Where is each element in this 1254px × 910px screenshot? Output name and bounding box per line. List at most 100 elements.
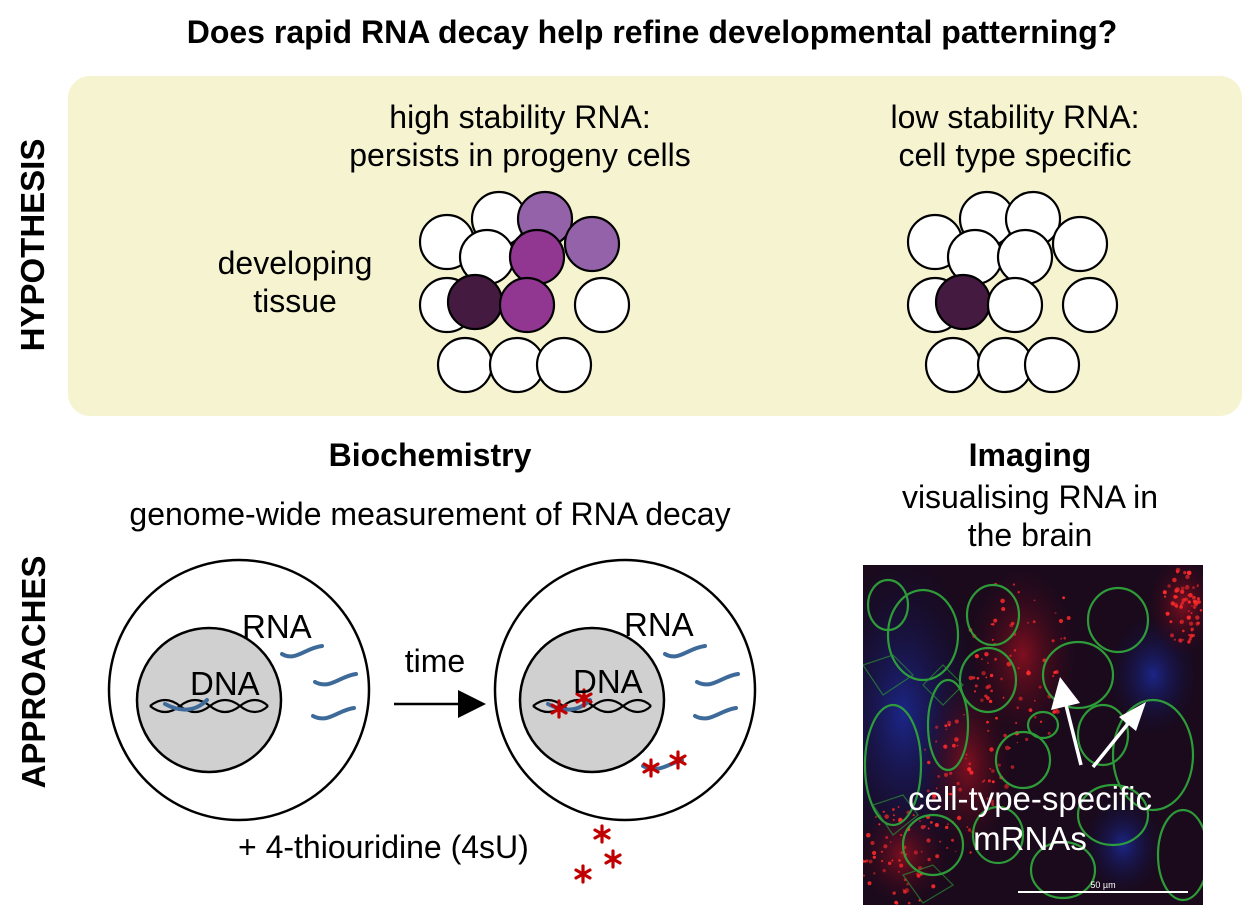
rna-signal-dot (1051, 639, 1055, 643)
rna-signal-dot (904, 888, 910, 893)
rna-signal-dot (898, 859, 901, 862)
rna-signal-dot (882, 868, 886, 873)
rna-signal-dot (1008, 746, 1011, 750)
rna-signal-dot (935, 740, 938, 743)
rna-signal-dot (943, 772, 949, 777)
rna-signal-dot (1012, 583, 1016, 586)
rna-signal-dot (912, 814, 915, 817)
rna-signal-dot (893, 814, 895, 817)
rna-signal-dot (930, 821, 933, 824)
rna-signal-dot (868, 859, 873, 864)
time-arrow: time (394, 643, 486, 718)
rna-signal-dot (963, 713, 965, 716)
rna-signal-dot (897, 870, 900, 873)
rna-signal-dot (900, 834, 903, 837)
rna-signal-dot (1187, 610, 1190, 613)
tissue-high-stability (418, 190, 631, 394)
rna-signal-dot (1062, 596, 1065, 600)
rna-signal-dot (1180, 604, 1183, 607)
rna-signal-dot (934, 823, 939, 827)
imaging-subtitle-line2: the brain (967, 517, 1093, 553)
rna-label: RNA (624, 606, 694, 643)
biochemistry-heading: Biochemistry (328, 437, 532, 473)
rna-signal-dot (980, 658, 983, 661)
rna-signal-dot (1038, 685, 1042, 689)
rna-signal-dot (986, 720, 989, 724)
rna-signal-dot (892, 891, 896, 895)
rna-signal-dot (956, 744, 959, 747)
rna-signal-dot (984, 652, 989, 657)
rna-signal-dot (913, 850, 918, 855)
4su-icon (574, 864, 592, 884)
cell-outlines (863, 578, 1203, 902)
rna-signal-dot (1165, 611, 1170, 616)
arrow-head-icon (458, 690, 486, 718)
rna-signal-dot (1192, 586, 1195, 589)
microscopy-image: cell-type-specific mRNAs 50 µm (863, 565, 1203, 905)
rna-signal-dot (1063, 636, 1066, 640)
rna-signal-dot (943, 744, 948, 749)
biochemistry-subtitle: genome-wide measurement of RNA decay (129, 496, 731, 532)
rna-signal-dot (888, 861, 892, 865)
rna-signal-dot (1017, 667, 1020, 669)
rna-signal-dot (966, 826, 969, 828)
rna-signal-dot (947, 720, 952, 725)
tissue-cell (1023, 336, 1081, 394)
rna-signal-dot (981, 780, 984, 783)
rna-signal-dot (1015, 721, 1018, 724)
rna-signal-dot (884, 814, 889, 819)
rna-signal-dot (889, 841, 892, 843)
rna-signal-dot (989, 747, 994, 752)
rna-label: RNA (242, 608, 312, 645)
rna-signal-dot (954, 719, 959, 724)
rna-signal-dot (1028, 708, 1033, 712)
rna-signal-dot (990, 799, 995, 804)
tissue-cell (1061, 276, 1119, 334)
rna-signal-dot (1163, 595, 1167, 598)
imaging-heading: Imaging (968, 437, 1092, 473)
rna-signal-dot (945, 728, 948, 731)
tissue-cell (986, 276, 1044, 334)
rna-signal-dot (1060, 637, 1063, 640)
tissue-label-line2: tissue (253, 283, 337, 319)
dna-label: DNA (190, 665, 260, 702)
rna-signal-dot (1175, 604, 1179, 608)
rna-signal-dot (927, 760, 931, 765)
rna-signal-dot (907, 901, 911, 905)
low-stability-line1: low stability RNA: (890, 99, 1140, 135)
rna-signal-dot (892, 818, 895, 821)
rna-molecule (313, 672, 358, 687)
rna-signal-dot (900, 851, 903, 854)
rna-signal-dot (1033, 599, 1036, 602)
rna-signal-dot (967, 828, 972, 832)
4su-icon (604, 849, 622, 869)
rna-signal-dot (1027, 621, 1030, 624)
rna-signal-dot (965, 757, 967, 760)
annotation-line2: mRNAs (973, 820, 1087, 857)
rna-signal-dot (991, 769, 995, 773)
rna-signal-dot (932, 795, 936, 800)
low-stability-heading: low stability RNA: cell type specific (840, 98, 1190, 174)
rna-signal-dot (936, 787, 938, 790)
rna-signal-dot (1054, 612, 1057, 614)
rna-signal-dot (1170, 633, 1174, 638)
rna-signal-dot (1169, 620, 1173, 624)
rna-signal-dot (991, 623, 995, 626)
rna-signal-dot (985, 676, 988, 679)
figure-title: Does rapid RNA decay help refine develop… (186, 14, 1118, 50)
rna-signal-dot (863, 859, 865, 863)
rna-signal-dot (1032, 620, 1036, 624)
rna-signal-dot (1190, 612, 1193, 615)
rna-signal-dot (1187, 600, 1191, 604)
rna-signal-dot (919, 820, 921, 822)
rna-signal-dot (1026, 670, 1031, 676)
microscopy-render: cell-type-specific mRNAs 50 µm (863, 565, 1203, 905)
rna-signal-dot (866, 832, 871, 838)
annotation-arrows (1051, 677, 1146, 769)
rna-signal-dot (952, 743, 956, 748)
rna-signal-dot (994, 657, 997, 661)
rna-signal-dot (920, 850, 923, 853)
rna-signal-dot (1193, 606, 1196, 609)
rna-signal-dot (989, 767, 992, 770)
